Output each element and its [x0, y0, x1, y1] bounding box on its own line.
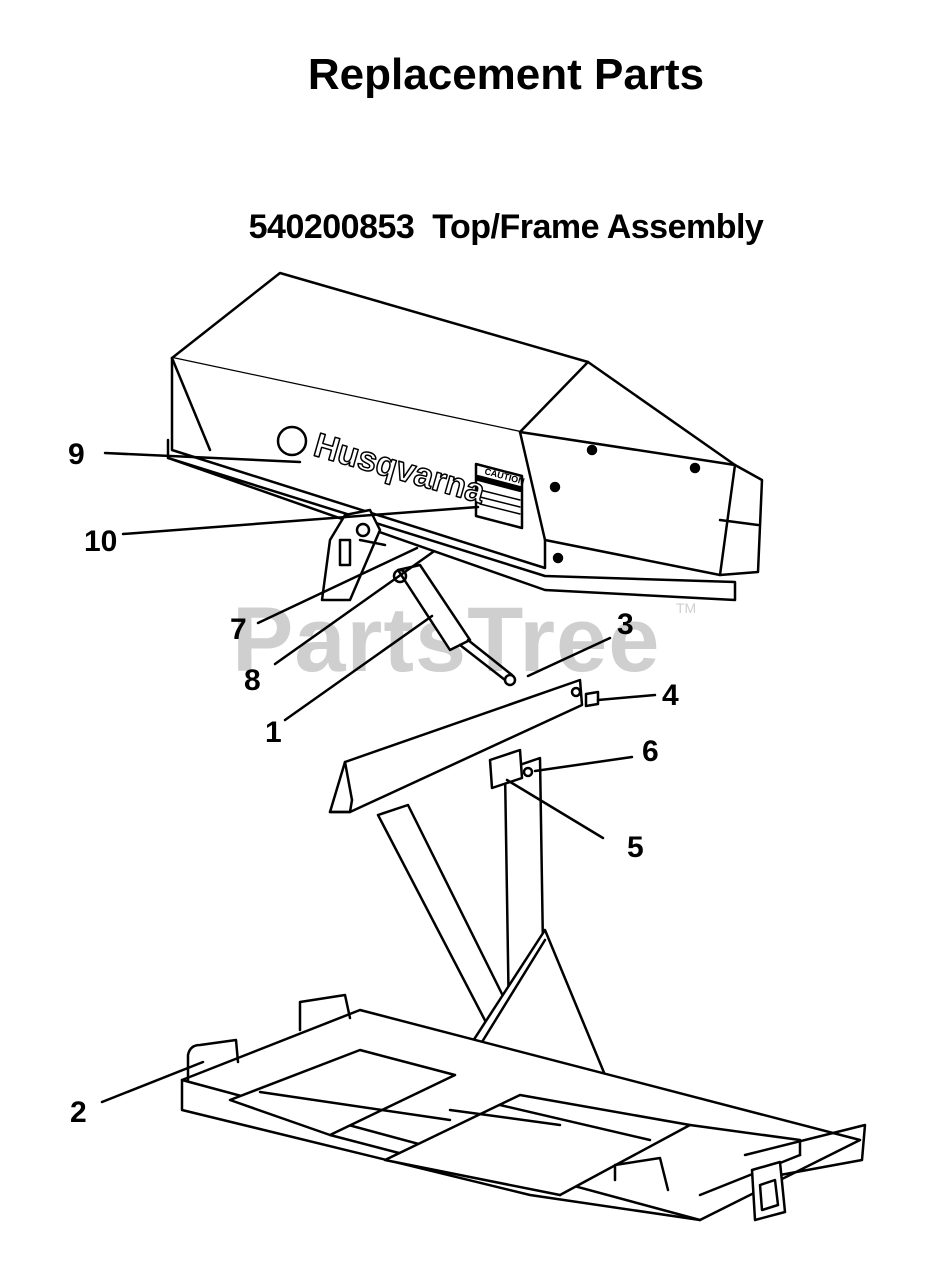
callout-3: 3: [617, 608, 634, 641]
assembly-name: Top/Frame Assembly: [432, 208, 764, 246]
mount-arm: [328, 678, 600, 814]
base-frame: [180, 993, 867, 1222]
callout-8: 8: [244, 664, 261, 697]
callout-5: 5: [627, 831, 644, 864]
spreader-top: [166, 271, 764, 602]
assembly-title: 540200853 Top/Frame Assembly: [0, 208, 941, 247]
callout-4: 4: [662, 679, 679, 712]
gas-strut: [392, 563, 517, 687]
callout-10: 10: [84, 525, 118, 558]
assembly-part-number: 540200853: [248, 208, 415, 246]
callout-7: 7: [230, 613, 247, 646]
page-title: Replacement Parts: [307, 50, 705, 99]
callout-1: 1: [265, 716, 282, 749]
hinge-bracket: [320, 508, 387, 602]
watermark-tm: TM: [676, 600, 697, 616]
callout-2: 2: [70, 1096, 87, 1129]
callout-9: 9: [68, 438, 85, 471]
callout-6: 6: [642, 735, 659, 768]
husqvarna-crown-icon: [276, 425, 308, 457]
leader-lines: [100, 451, 657, 1104]
